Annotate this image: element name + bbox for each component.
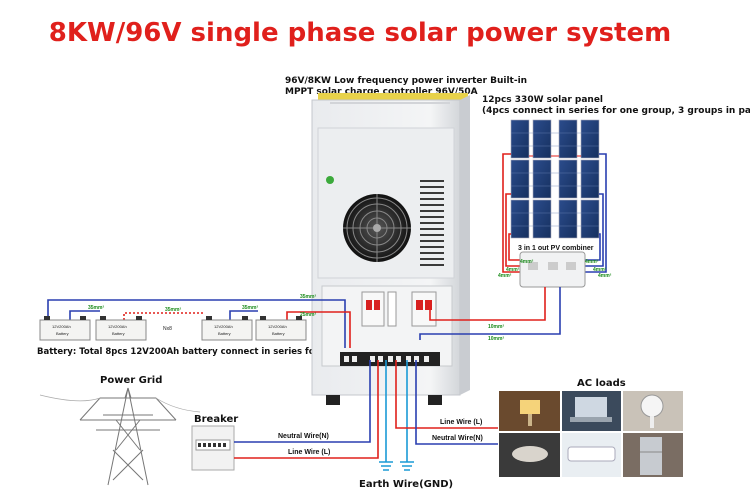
ac-loads-label: AC loads [577, 378, 626, 389]
breaker-label: Breaker [194, 414, 239, 425]
battery-label: Battery [218, 331, 231, 336]
gauge-label: 35mm² [300, 294, 316, 300]
gauge-label: 4mm² [585, 259, 599, 265]
gauge-label: 35mm² [242, 305, 258, 311]
inverter-unit [311, 93, 470, 405]
ac-loads-panel [498, 390, 684, 478]
solar-label-line2: (4pcs connect in series for one group, 3… [482, 106, 750, 116]
fan-load-icon [623, 391, 683, 431]
gauge-label: 35mm² [88, 305, 104, 311]
breaker-box[interactable] [191, 425, 235, 471]
gauge-label: 35mm² [165, 307, 181, 313]
battery-1: 12V200Ah Battery [39, 316, 91, 341]
dc-breaker-right[interactable] [411, 291, 437, 327]
battery-count-label: Nx8 [163, 326, 172, 332]
power-grid-label: Power Grid [100, 375, 163, 386]
battery-label: 12V200Ah [214, 324, 233, 329]
battery-label: 12V200Ah [268, 324, 287, 329]
battery-4: 12V200Ah Battery [255, 316, 307, 341]
gauge-label: 4mm² [498, 273, 512, 279]
battery-label: Battery [56, 331, 69, 336]
battery-label: 12V200Ah [52, 324, 71, 329]
lamp-load-icon [499, 391, 560, 431]
gauge-label: 4mm² [506, 267, 520, 273]
page-title: 8KW/96V single phase solar power system [48, 18, 672, 48]
gauge-label: 4mm² [520, 259, 534, 265]
power-tower-icon [79, 387, 177, 486]
solar-array [502, 119, 607, 273]
battery-2: 12V200Ah Battery [95, 316, 147, 341]
ground-icon [379, 461, 414, 471]
dc-breaker-left[interactable] [361, 291, 385, 327]
inverter-label-line1: 96V/8KW Low frequency power inverter Bui… [285, 76, 528, 86]
air-conditioner-load-icon [562, 433, 621, 477]
battery-label: 12V200Ah [108, 324, 127, 329]
wheel-left [326, 395, 340, 405]
battery-caption: Battery: Total 8pcs 12V200Ah battery con… [37, 347, 371, 357]
gauge-label: 10mm² [488, 336, 504, 342]
battery-label: Battery [272, 331, 285, 336]
neutral-wire-right-label: Neutral Wire(N) [432, 435, 483, 442]
cooker-load-icon [499, 433, 560, 477]
battery-label: Battery [112, 331, 125, 336]
wheel-right [428, 395, 442, 405]
gauge-label: 4mm² [598, 273, 612, 279]
inverter-label-line2: MPPT solar charge controller 96V/50A [285, 87, 478, 97]
fan-icon [343, 194, 411, 262]
battery-3: 12V200Ah Battery [201, 316, 253, 341]
power-indicator-icon [326, 176, 334, 184]
vent-grille [420, 180, 444, 266]
combiner-label: 3 in 1 out PV combiner [518, 245, 594, 252]
laptop-load-icon [562, 391, 621, 431]
solar-label-line1: 12pcs 330W solar panel [482, 95, 604, 105]
pv-combiner [519, 251, 586, 288]
fridge-load-icon [623, 433, 683, 477]
gauge-label: 10mm² [488, 324, 504, 330]
line-wire-right-label: Line Wire (L) [440, 419, 482, 426]
neutral-wire-left-label: Neutral Wire(N) [278, 433, 329, 440]
line-wire-left-label: Line Wire (L) [288, 449, 330, 456]
gauge-label: 25mm² [300, 312, 316, 318]
gauge-label: 4mm² [593, 267, 607, 273]
earth-wire-label: Earth Wire(GND) [359, 479, 454, 490]
